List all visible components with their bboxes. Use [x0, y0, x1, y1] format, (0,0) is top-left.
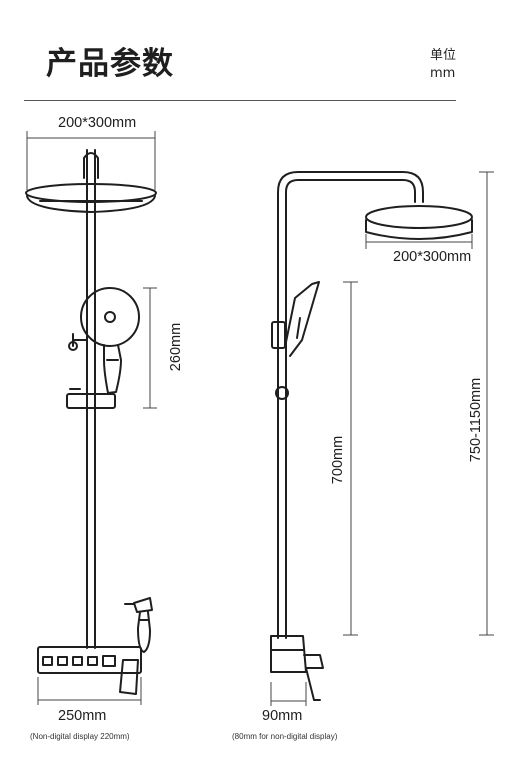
front-head-width-label: 200*300mm	[58, 115, 137, 131]
side-head-width-dimension	[365, 234, 473, 249]
front-hand-shower-height-label: 260mm	[168, 322, 184, 372]
side-total-height-dimension	[479, 171, 494, 636]
side-slide-height-dimension	[343, 281, 358, 636]
front-rain-head	[25, 183, 157, 213]
front-view-shower	[25, 149, 157, 695]
front-control-panel	[37, 646, 142, 695]
front-panel-note: (Non-digital display 220mm)	[30, 732, 130, 741]
side-depth-dimension	[270, 682, 307, 706]
front-hand-shower	[80, 287, 140, 394]
front-shelf	[66, 393, 116, 409]
side-depth-label: 90mm	[262, 708, 303, 724]
side-slide-height-label: 700mm	[330, 435, 346, 485]
front-head-width-dimension	[26, 131, 156, 190]
side-depth-note: (80mm for non-digital display)	[232, 732, 338, 741]
front-diverter-knob	[68, 333, 87, 351]
front-panel-width-dimension	[37, 677, 142, 705]
front-hand-shower-dimension	[143, 287, 157, 409]
side-total-height-label: 750-1150mm	[468, 377, 484, 463]
side-head-width-label: 200*300mm	[393, 249, 472, 265]
header-divider	[24, 100, 456, 101]
unit-value: mm	[430, 66, 456, 81]
side-hand-shower	[285, 281, 320, 357]
front-bidet-sprayer	[124, 597, 153, 653]
page-title: 产品参数	[46, 46, 174, 82]
side-view-shower	[270, 171, 473, 701]
side-slide-bracket	[271, 321, 286, 349]
unit-label: 单位	[430, 48, 457, 63]
front-panel-width-label: 250mm	[58, 708, 107, 724]
side-diverter-knob	[275, 386, 289, 400]
side-rain-head	[365, 205, 473, 240]
side-valve-body	[270, 635, 324, 701]
